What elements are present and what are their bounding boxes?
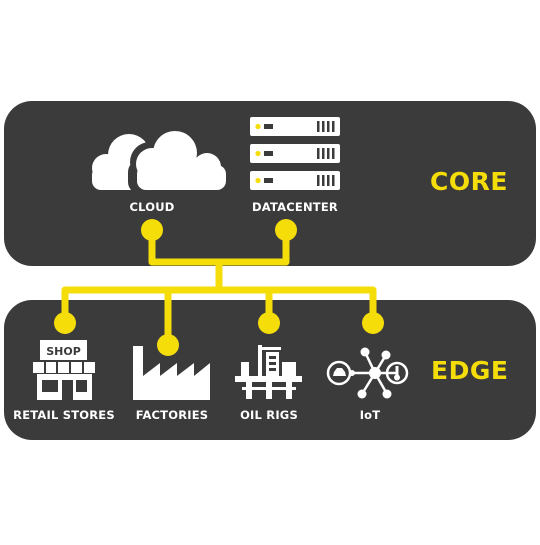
retail-stores-label: RETAIL STORES	[13, 408, 115, 422]
factory-icon	[133, 346, 210, 400]
retail-node-dot	[54, 312, 76, 334]
datacenter-node-dot	[275, 219, 297, 241]
oil-rig-icon	[235, 345, 302, 399]
factories-label: FACTORIES	[135, 408, 209, 422]
shop-sign-text: SHOP	[46, 345, 81, 358]
iot-label: IoT	[359, 408, 381, 422]
oilrig-node-dot	[258, 312, 280, 334]
cloud-node-dot	[141, 219, 163, 241]
oil-rigs-label: OIL RIGS	[240, 408, 298, 422]
connector-lines	[61, 228, 377, 344]
shop-icon: SHOP	[33, 340, 95, 400]
datacenter-label: DATACENTER	[252, 200, 338, 214]
factory-node-dot	[157, 334, 179, 356]
cloud-label: CLOUD	[129, 200, 175, 214]
iot-network-icon	[326, 347, 409, 399]
server-rack-icon	[250, 117, 340, 190]
edge-tier-label: EDGE	[431, 356, 509, 385]
iot-node-dot	[362, 312, 384, 334]
connector-nodes	[54, 219, 384, 356]
cloud-icon	[87, 124, 232, 194]
core-tier-label: CORE	[430, 167, 508, 196]
